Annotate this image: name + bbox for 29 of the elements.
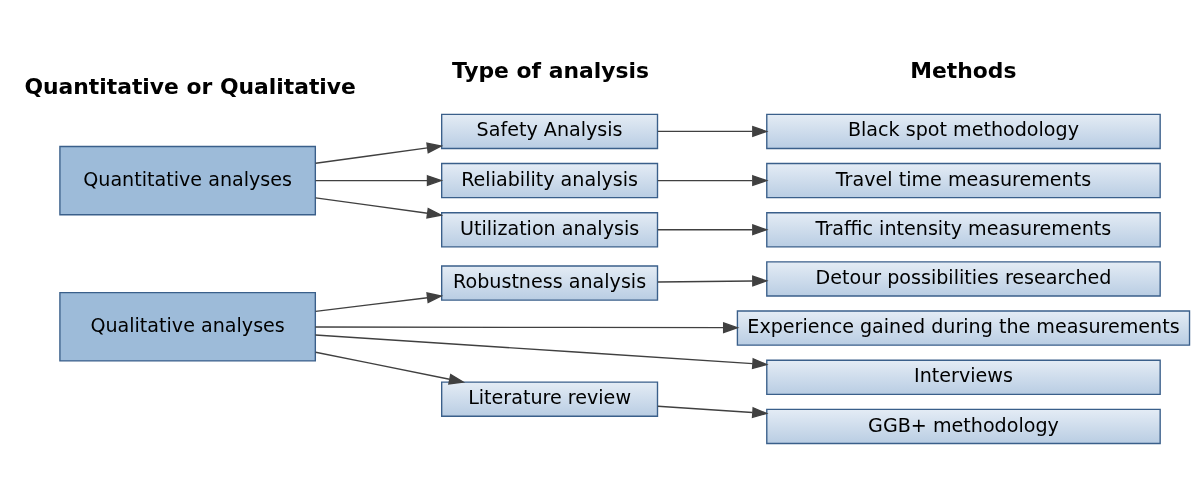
node-box: Safety Analysis (441, 113, 659, 149)
arrow (314, 141, 444, 164)
arrow (314, 196, 444, 219)
label: Quantitative or Qualitative (24, 73, 356, 99)
arrow (314, 321, 740, 333)
node-box: Utilization analysis (441, 211, 659, 248)
node-box: Qualitative analyses (59, 291, 317, 362)
arrow (657, 125, 769, 137)
arrow (314, 333, 769, 369)
arrow (657, 274, 769, 287)
arrow (314, 174, 444, 186)
label: Methods (910, 57, 1017, 83)
arrow (657, 405, 769, 418)
node-box: Interviews (766, 359, 1161, 395)
arrow (657, 174, 769, 186)
node-box: Travel time measurements (766, 162, 1161, 198)
arrow (314, 291, 444, 312)
node-box: Traffic intensity measurements (766, 211, 1161, 248)
node-box: Reliability analysis (441, 162, 659, 198)
node-box: GGB+ methodology (766, 408, 1161, 444)
node-box: Detour possibilities researched (766, 260, 1161, 297)
node-box: Experience gained during the measurements (736, 309, 1191, 346)
node-box: Robustness analysis (441, 264, 659, 301)
node-box: Quantitative analyses (59, 145, 317, 215)
node-box: Literature review (441, 380, 659, 417)
node-box: Black spot methodology (766, 113, 1161, 149)
arrow (314, 351, 466, 385)
label: Type of analysis (451, 57, 649, 83)
arrow (657, 223, 769, 235)
